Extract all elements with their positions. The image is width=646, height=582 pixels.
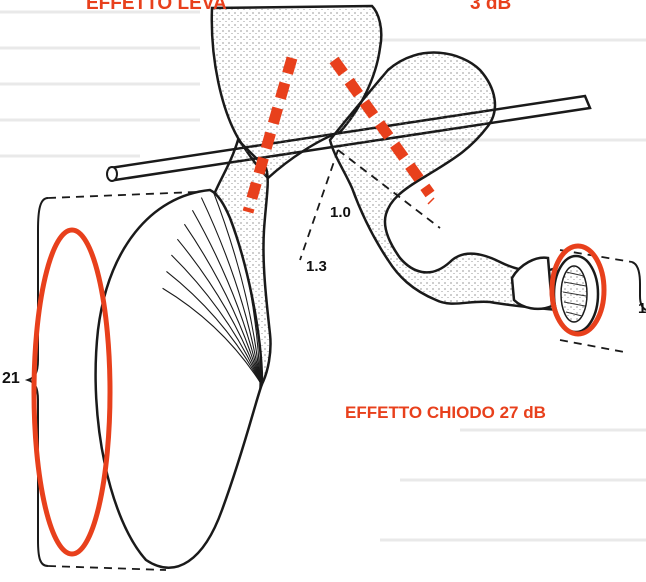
membrane-fiber xyxy=(260,359,399,386)
membrane-fiber xyxy=(260,316,396,382)
membrane-fiber xyxy=(260,274,387,382)
ratio-1-3-label: 1.3 xyxy=(306,258,327,275)
lever-effect-label: EFFETTO LEVA xyxy=(86,0,227,15)
membrane-fiber xyxy=(260,205,354,382)
membrane-fiber xyxy=(260,220,364,382)
nail-effect-label: EFFETTO CHIODO 27 dB xyxy=(345,403,546,423)
membrane-fiber xyxy=(260,382,301,564)
ratio-1-0-label: 1.0 xyxy=(330,204,351,221)
lever-db-label: 3 dB xyxy=(470,0,511,15)
membrane-fiber xyxy=(260,337,398,382)
membrane-fiber xyxy=(260,381,399,394)
membrane-fiber xyxy=(259,382,279,567)
lever-tick xyxy=(428,198,434,204)
membrane-fiber xyxy=(260,382,379,481)
membrane-fiber xyxy=(260,382,371,497)
membrane-fiber xyxy=(260,382,312,560)
membrane-fiber xyxy=(260,382,334,547)
membrane-fiber xyxy=(260,382,290,566)
membrane-fiber xyxy=(260,382,344,537)
ratio-1-label: 1 xyxy=(638,300,646,317)
membrane-fiber xyxy=(260,382,354,525)
ratio-21-label: 21 xyxy=(2,370,20,388)
membrane-fiber xyxy=(260,382,323,554)
membrane-fiber xyxy=(260,382,363,512)
membrane-fiber xyxy=(260,295,392,382)
